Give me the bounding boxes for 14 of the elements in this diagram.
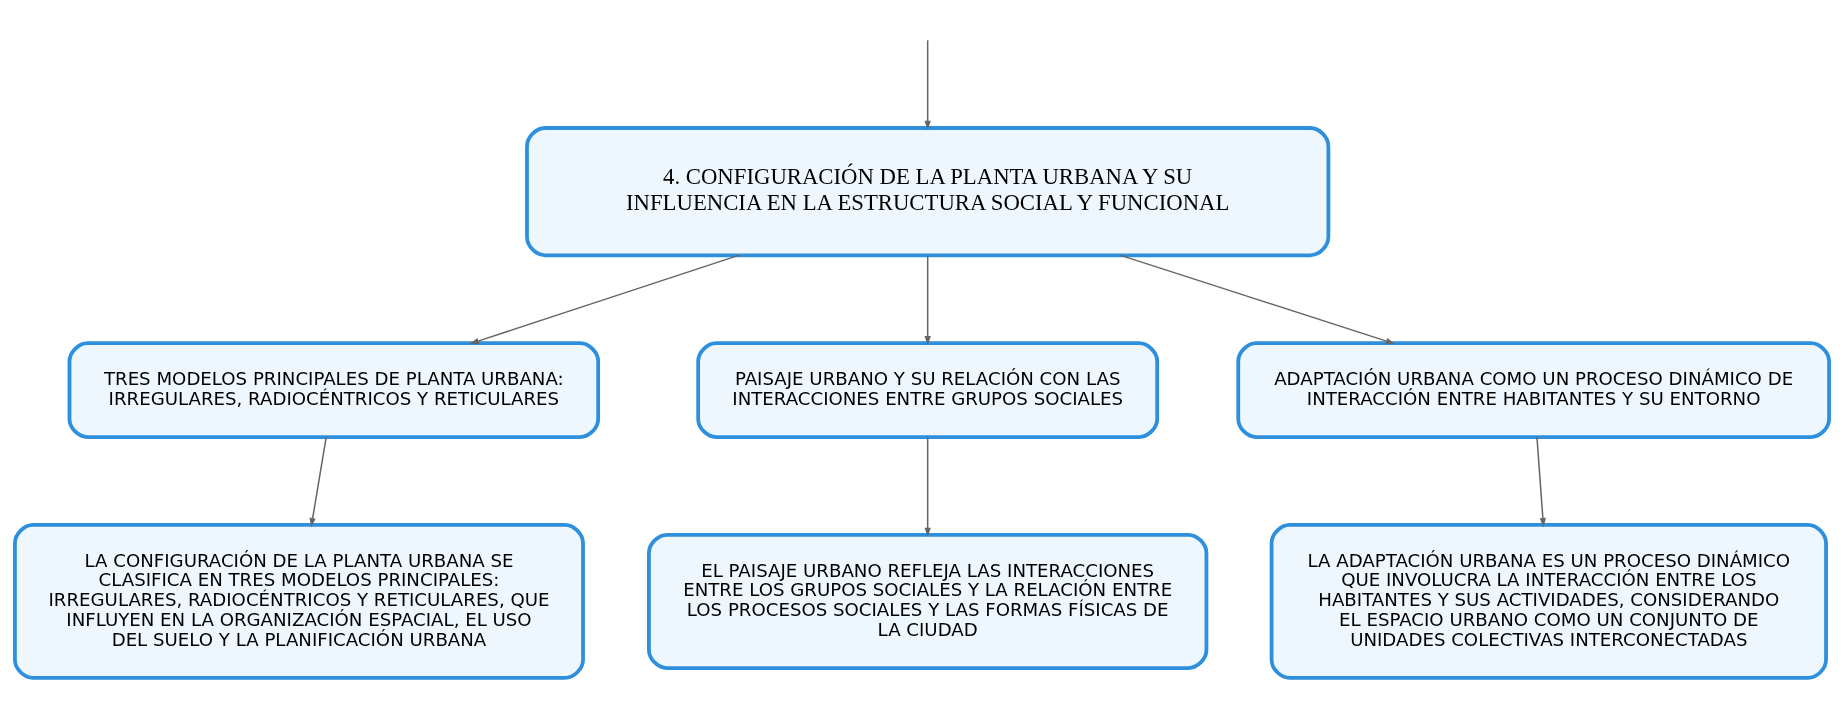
node-box: 4. CONFIGURACIÓN DE LA PLANTA URBANA Y SU INFLUENCIA EN LA ESTRUCTURA SOCIAL Y FUNCIONAL [525,126,1331,258]
node-box: PAISAJE URBANO Y SU RELACIÓN CON LAS INTERACCIONES ENTRE GRUPOS SOCIALES [696,341,1160,439]
arrow [924,436,931,537]
arrow [924,39,931,130]
node-box: LA CONFIGURACIÓN DE LA PLANTA URBANA SE CLASIFICA EN TRES MODELOS PRINCIPALES: IRREGULARES, RADIOCÉNTRICOS Y RETICULARES, QUE INFLUYEN EN LA ORGANIZACIÓN ESPACIAL, EL USO DEL SUELO Y LA PLANIFICACIÓN URBANA [13,523,585,680]
node-box: ADAPTACIÓN URBANA COMO UN PROCESO DINÁMICO DE INTERACCIÓN ENTRE HABITANTES Y SU ENTORNO [1236,341,1831,439]
arrow [1119,254,1395,345]
arrow [1536,436,1547,528]
node-box: EL PAISAJE URBANO REFLEJA LAS INTERACCIONES ENTRE LOS GRUPOS SOCIALES Y LA RELACIÓN ENTRE LOS PROCESOS SOCIALES Y LAS FORMAS FÍSICAS DE LA CIUDAD [647,532,1209,670]
arrow [469,254,740,345]
arrow [924,254,931,346]
node-box: TRES MODELOS PRINCIPALES DE PLANTA URBANA: IRREGULARES, RADIOCÉNTRICOS Y RETICULARES [67,341,601,439]
node-box: LA ADAPTACIÓN URBANA ES UN PROCESO DINÁMICO QUE INVOLUCRA LA INTERACCIÓN ENTRE LOS HABITANTES Y SUS ACTIVIDADES, CONSIDERANDO EL ESPACIO URBANO COMO UN CONJUNTO DE UNIDADES COLECTIVAS INTERCONECTADAS [1269,523,1828,680]
arrow [309,436,327,528]
